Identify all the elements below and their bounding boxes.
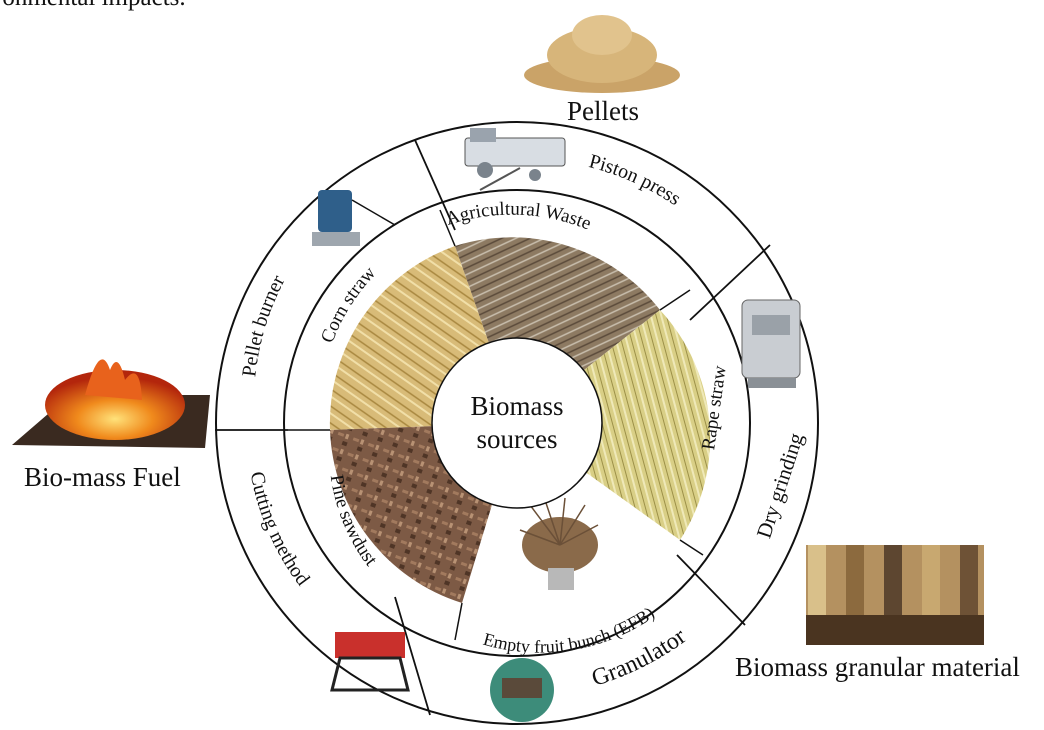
biomass-granular-caption: Biomass granular material	[735, 652, 1020, 683]
biomass-fuel-caption: Bio-mass Fuel	[24, 462, 181, 493]
pellets-caption: Pellets	[567, 96, 639, 127]
dry-grinding-mill-icon	[742, 300, 800, 388]
biomass-fuel-fire-image	[12, 359, 210, 448]
center-label-line2: sources	[477, 424, 558, 454]
granulator-machine-icon	[490, 658, 554, 722]
biomass-granular-image	[806, 545, 984, 645]
center-label-line1: Biomass	[470, 391, 563, 421]
pellets-pile-image	[524, 15, 680, 93]
center-circle	[432, 338, 602, 508]
